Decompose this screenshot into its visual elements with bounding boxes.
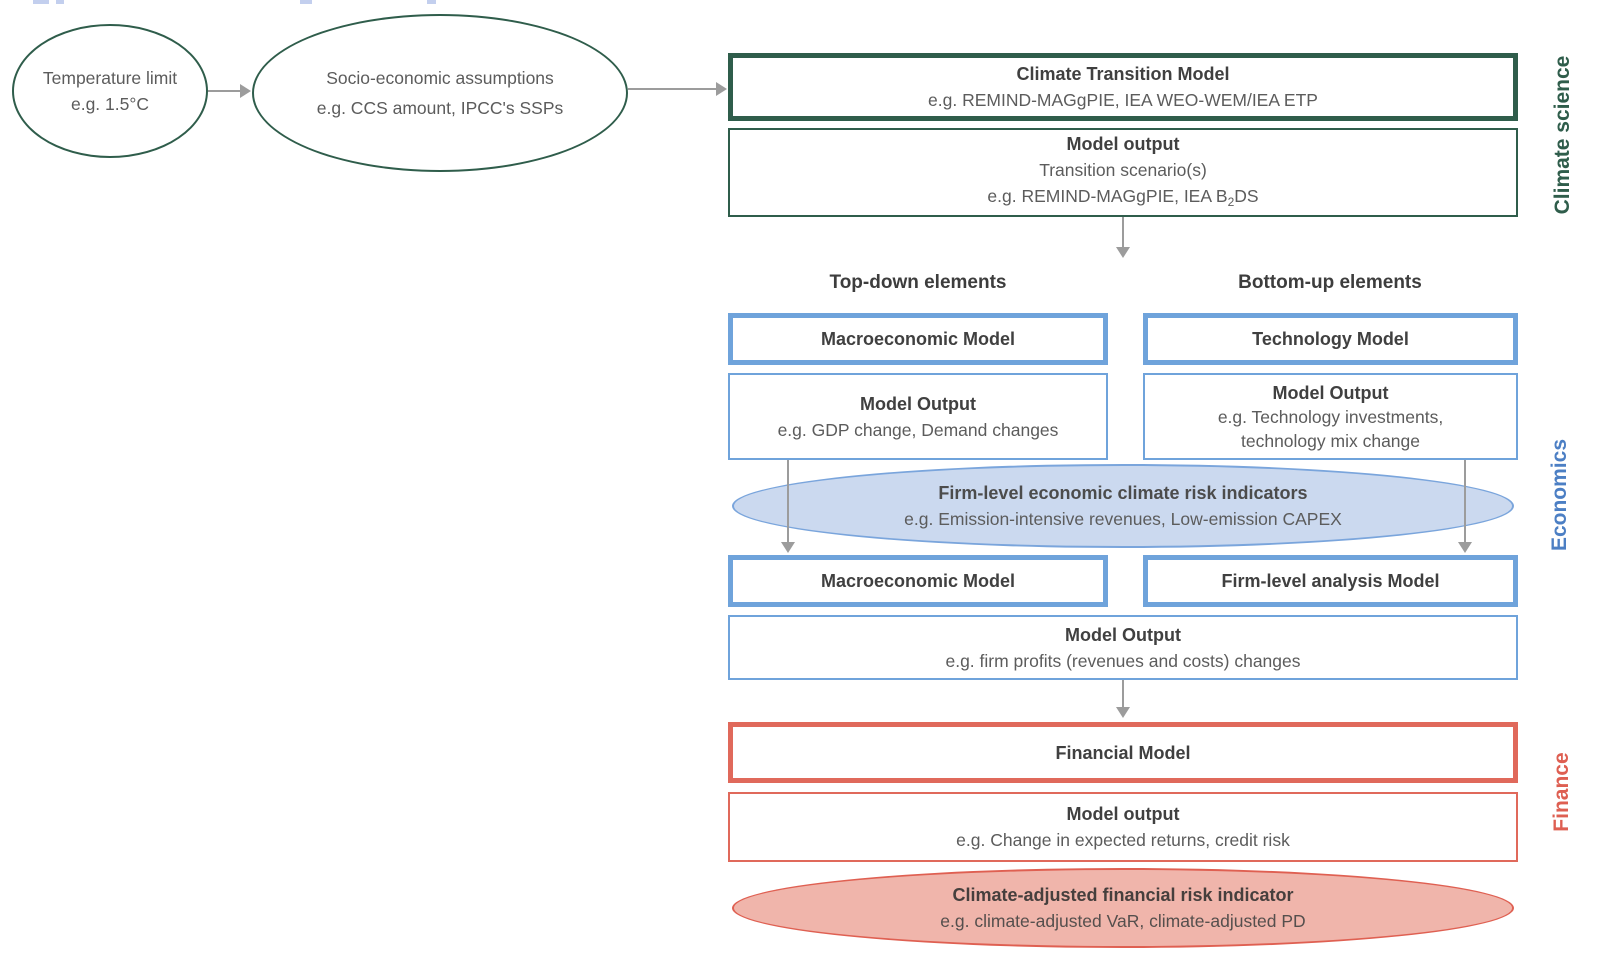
firm-level-analysis-model-title: Firm-level analysis Model <box>1221 571 1440 591</box>
climate-adjusted-indicator-subtitle: e.g. climate-adjusted VaR, climate-adjus… <box>940 911 1306 931</box>
arrow-head-down-icon <box>1116 707 1130 718</box>
finance-model-output-title: Model output <box>1066 804 1180 824</box>
subscript-2: 2 <box>1227 194 1235 209</box>
macroeconomic-model-box-1: Macroeconomic Model <box>728 313 1108 365</box>
macroeconomic-model-2-title: Macroeconomic Model <box>820 571 1016 591</box>
arrow-head-right-icon <box>716 82 727 96</box>
bottomup-elements-heading: Bottom-up elements <box>1238 272 1422 293</box>
topdown-elements-heading: Top-down elements <box>829 272 1007 293</box>
climate-transition-model-title: Climate Transition Model <box>1016 64 1230 84</box>
tech-output-line3: technology mix change <box>1241 430 1420 451</box>
finance-model-output-line2: e.g. Change in expected returns, credit … <box>956 830 1290 850</box>
financial-model-title: Financial Model <box>1055 742 1191 763</box>
socio-economic-line1: Socio-economic assumptions <box>326 68 554 88</box>
climate-model-output-box: Model output Transition scenario(s) e.g.… <box>728 128 1518 217</box>
arrow-line <box>1122 680 1124 708</box>
firm-level-analysis-model-box: Firm-level analysis Model <box>1143 555 1518 607</box>
tech-output-line2: e.g. Technology investments, <box>1217 406 1444 427</box>
cropped-text-fragment <box>300 0 312 4</box>
tech-output-box: Model Output e.g. Technology investments… <box>1143 373 1518 460</box>
tech-output-title: Model Output <box>1272 382 1389 403</box>
financial-model-box: Financial Model <box>728 722 1518 783</box>
section-label-economics: Economics <box>1548 438 1571 552</box>
finance-model-output-box: Model output e.g. Change in expected ret… <box>728 792 1518 862</box>
climate-transition-model-box: Climate Transition Model e.g. REMIND-MAG… <box>728 53 1518 121</box>
technology-model-title: Technology Model <box>1252 329 1409 349</box>
section-label-climate-science: Climate science <box>1551 55 1574 215</box>
cropped-text-fragment <box>427 0 436 4</box>
arrow-line <box>1122 217 1124 248</box>
temperature-limit-line2: e.g. 1.5°C <box>70 94 149 114</box>
macroeconomic-model-1-title: Macroeconomic Model <box>820 329 1016 349</box>
socio-economic-line2: e.g. CCS amount, IPCC's SSPs <box>316 98 564 118</box>
climate-transition-model-subtitle: e.g. REMIND-MAGgPIE, IEA WEO-WEM/IEA ETP <box>928 90 1318 110</box>
firm-level-indicator-title: Firm-level economic climate risk indicat… <box>938 483 1308 503</box>
arrow-head-down-icon <box>781 542 795 553</box>
arrow-line <box>628 88 717 90</box>
combined-output-line2: e.g. firm profits (revenues and costs) c… <box>945 650 1301 671</box>
firm-level-indicator-ellipse: Firm-level economic climate risk indicat… <box>732 464 1514 548</box>
cropped-text-fragment <box>33 0 49 4</box>
arrow-line <box>787 460 789 543</box>
economics-combined-output-box: Model Output e.g. firm profits (revenues… <box>728 615 1518 680</box>
macro-output-title: Model Output <box>860 393 976 414</box>
arrow-line <box>1464 460 1466 543</box>
section-label-finance: Finance <box>1550 752 1573 832</box>
temperature-limit-line1: Temperature limit <box>42 68 178 88</box>
climate-adjusted-indicator-title: Climate-adjusted financial risk indicato… <box>952 885 1294 905</box>
climate-adjusted-indicator-ellipse: Climate-adjusted financial risk indicato… <box>732 868 1514 948</box>
combined-output-title: Model Output <box>1065 624 1181 645</box>
technology-model-box: Technology Model <box>1143 313 1518 365</box>
arrow-head-right-icon <box>240 84 251 98</box>
cropped-text-fragment <box>56 0 64 4</box>
macroeconomic-model-box-2: Macroeconomic Model <box>728 555 1108 607</box>
climate-model-output-title: Model output <box>1066 133 1180 154</box>
socio-economic-ellipse: Socio-economic assumptions e.g. CCS amou… <box>252 14 628 172</box>
arrow-head-down-icon <box>1458 542 1472 553</box>
arrow-head-down-icon <box>1116 247 1130 258</box>
macro-output-box: Model Output e.g. GDP change, Demand cha… <box>728 373 1108 460</box>
macro-output-line2: e.g. GDP change, Demand changes <box>777 419 1059 440</box>
climate-model-output-line3: e.g. REMIND-MAGgPIE, IEA B2DS <box>987 185 1259 209</box>
arrow-line <box>208 90 241 92</box>
firm-level-indicator-subtitle: e.g. Emission-intensive revenues, Low-em… <box>904 509 1342 529</box>
temperature-limit-ellipse: Temperature limit e.g. 1.5°C <box>12 24 208 158</box>
climate-model-output-line2: Transition scenario(s) <box>1039 159 1207 180</box>
